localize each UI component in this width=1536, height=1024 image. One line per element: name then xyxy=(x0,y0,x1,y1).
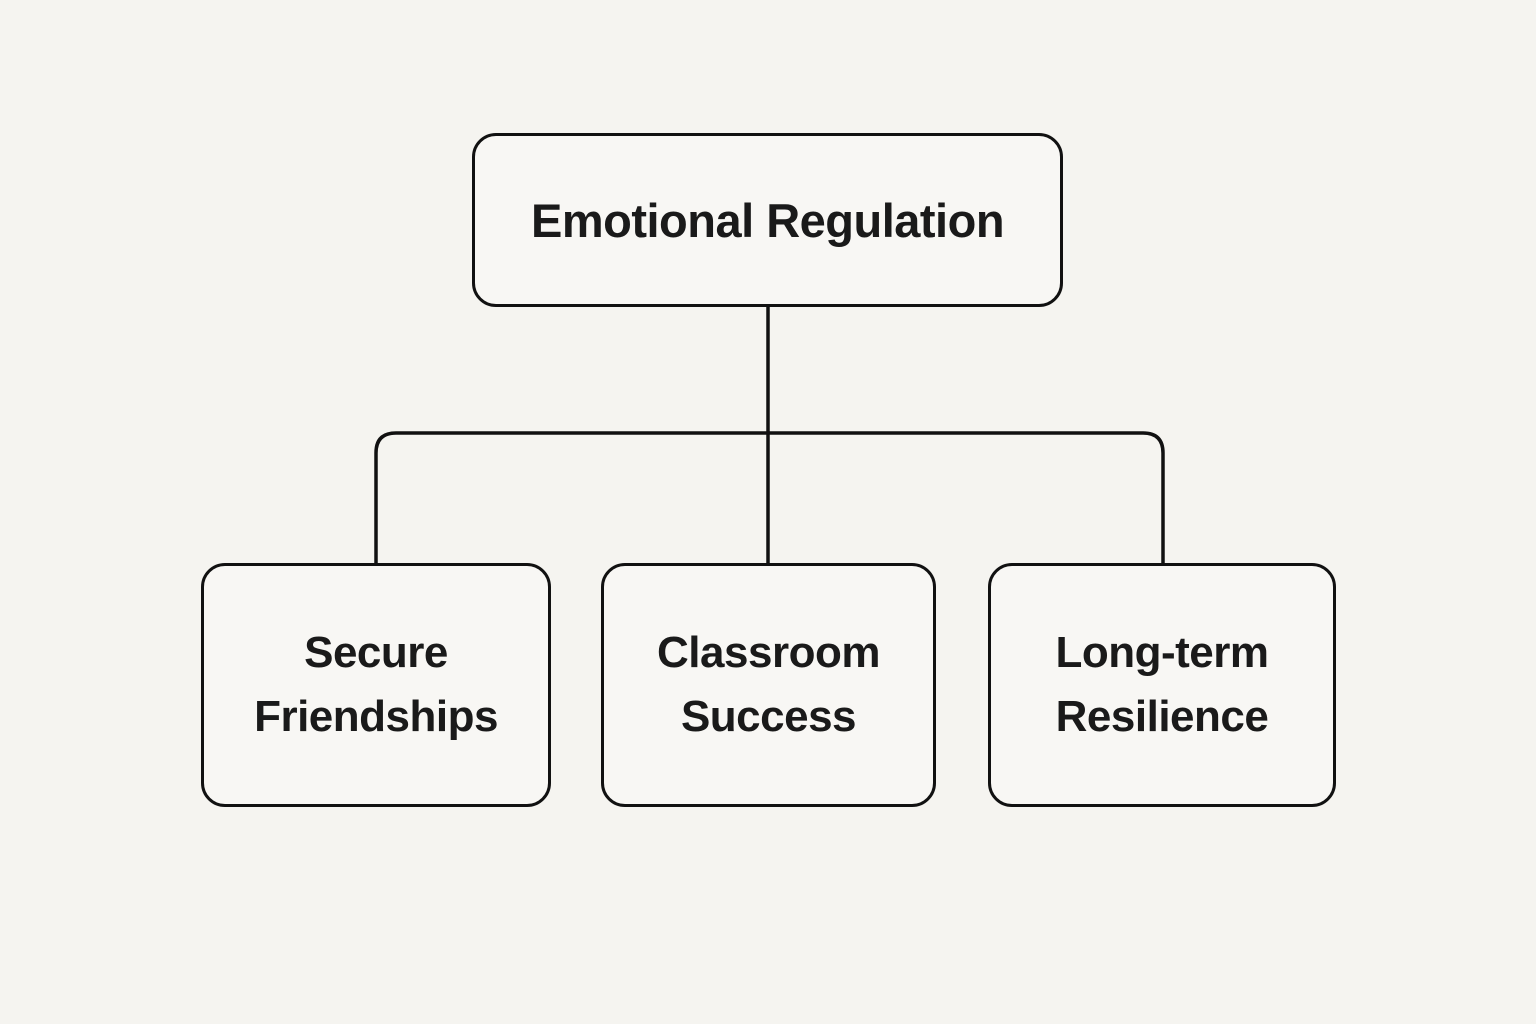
node-label: Classroom Success xyxy=(657,628,880,741)
node-long-term-resilience: Long-term Resilience xyxy=(988,563,1336,807)
node-label: Secure Friendships xyxy=(254,628,498,741)
node-label: Emotional Regulation xyxy=(530,193,1005,247)
node-classroom-success: Classroom Success xyxy=(601,563,936,807)
node-emotional-regulation: Emotional Regulation xyxy=(472,133,1063,307)
connector-branch-rail xyxy=(374,431,1165,563)
node-secure-friendships: Secure Friendships xyxy=(201,563,551,807)
node-label: Long-term Resilience xyxy=(1055,628,1269,741)
